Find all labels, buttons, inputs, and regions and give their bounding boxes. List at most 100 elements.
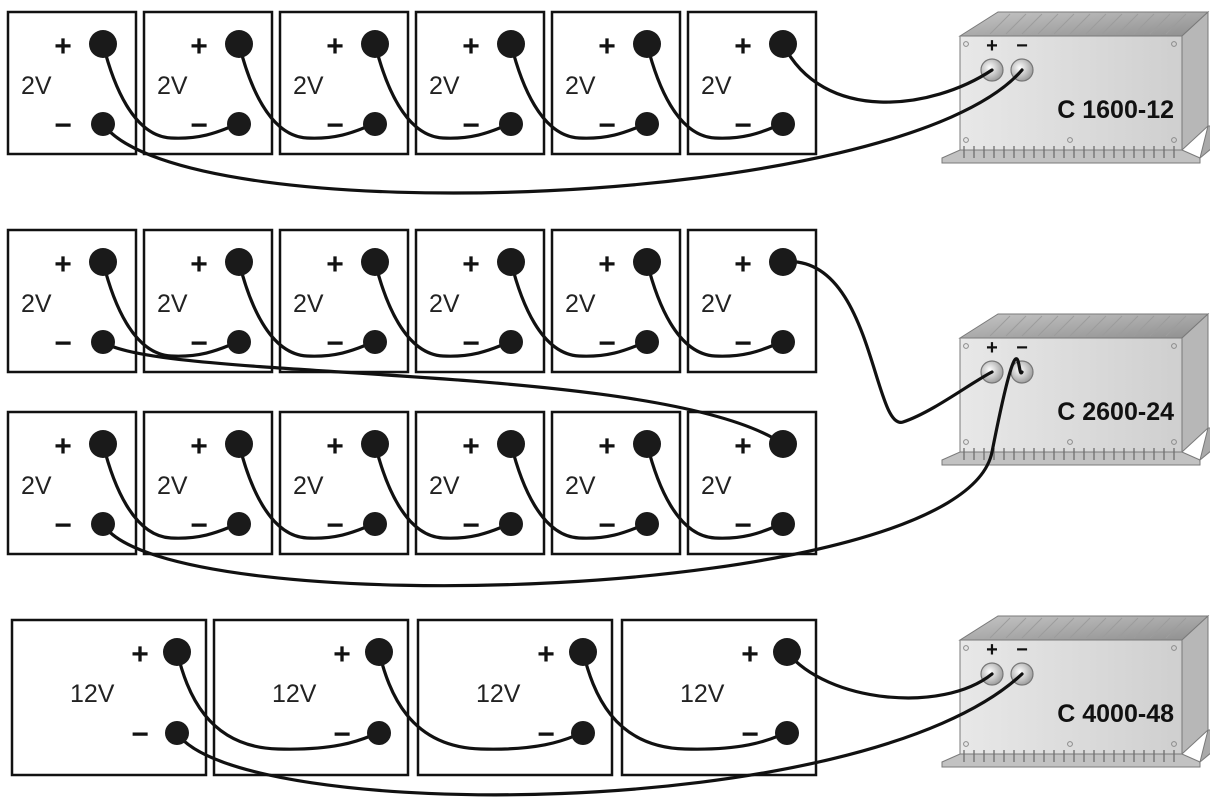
screw xyxy=(1067,137,1073,143)
cooling-fin xyxy=(1069,13,1091,35)
positive-terminal xyxy=(633,430,661,458)
negative-sign: − xyxy=(598,509,616,542)
cooling-fin xyxy=(1037,13,1059,35)
cooling-fin xyxy=(1085,617,1107,639)
negative-terminal xyxy=(91,512,115,536)
battery-cell: +−2V xyxy=(686,10,818,156)
positive-sign: + xyxy=(54,430,72,463)
negative-sign: − xyxy=(131,718,149,751)
charger-base xyxy=(941,451,1201,466)
cooling-fin xyxy=(1117,617,1139,639)
screw xyxy=(963,343,969,349)
series-jumper xyxy=(645,260,785,358)
positive-terminal xyxy=(633,30,661,58)
charger-model-label: C 4000-48 xyxy=(1057,700,1174,728)
positive-terminal xyxy=(361,430,389,458)
negative-terminal xyxy=(771,512,795,536)
cell-voltage-label: 2V xyxy=(701,72,732,100)
cooling-fin xyxy=(1053,13,1075,35)
positive-sign: + xyxy=(734,430,752,463)
negative-terminal xyxy=(635,112,659,136)
cooling-fin xyxy=(1165,617,1187,639)
positive-terminal xyxy=(225,248,253,276)
cooling-fin xyxy=(1069,315,1091,337)
positive-sign: + xyxy=(54,30,72,63)
negative-terminal xyxy=(367,721,391,745)
cell-voltage-label: 12V xyxy=(680,680,725,708)
cell-voltage-label: 12V xyxy=(272,680,317,708)
cooling-fin xyxy=(989,315,1011,337)
cell-voltage-label: 2V xyxy=(293,472,324,500)
positive-terminal xyxy=(163,638,191,666)
cell-voltage-label: 2V xyxy=(21,72,52,100)
negative-terminal xyxy=(499,512,523,536)
battery-box xyxy=(686,10,818,156)
series-jumper xyxy=(101,442,241,540)
charger-minus-sign: − xyxy=(1016,35,1028,57)
negative-terminal xyxy=(227,512,251,536)
positive-terminal xyxy=(769,430,797,458)
charger-base xyxy=(941,149,1201,164)
screw xyxy=(963,41,969,47)
cooling-fin xyxy=(1005,315,1027,337)
charger-model-label: C 2600-24 xyxy=(1057,398,1174,426)
cooling-fin xyxy=(989,617,1011,639)
charger-foot xyxy=(1199,729,1210,764)
positive-sign: + xyxy=(598,430,616,463)
cooling-fin xyxy=(1101,13,1123,35)
positive-terminal xyxy=(497,430,525,458)
charger-minus-sign: − xyxy=(1016,639,1028,661)
cooling-fin xyxy=(1021,13,1043,35)
positive-lead xyxy=(781,260,994,424)
positive-sign: + xyxy=(598,30,616,63)
series-jumper xyxy=(373,442,513,540)
cooling-fin xyxy=(1069,617,1091,639)
screw xyxy=(963,645,969,651)
cooling-fin xyxy=(1149,13,1171,35)
screw xyxy=(1171,41,1177,47)
positive-sign: + xyxy=(734,30,752,63)
series-jumper xyxy=(237,260,377,358)
cooling-fin xyxy=(1133,315,1155,337)
battery-charger: +−C 2600-24 xyxy=(941,312,1210,466)
negative-sign: − xyxy=(54,327,72,360)
negative-terminal xyxy=(635,512,659,536)
screw xyxy=(1171,645,1177,651)
series-jumper xyxy=(509,442,649,540)
screw xyxy=(1171,741,1177,747)
charger-plus-sign: + xyxy=(986,35,998,57)
screw xyxy=(1171,439,1177,445)
negative-sign: − xyxy=(190,327,208,360)
positive-terminal xyxy=(225,430,253,458)
positive-terminal xyxy=(89,30,117,58)
screw xyxy=(1171,343,1177,349)
negative-sign: − xyxy=(190,509,208,542)
cooling-fin xyxy=(1085,315,1107,337)
charger-side xyxy=(1181,614,1209,756)
negative-sign: − xyxy=(326,509,344,542)
positive-sign: + xyxy=(326,30,344,63)
battery-box xyxy=(686,410,818,556)
positive-terminal xyxy=(769,248,797,276)
positive-sign: + xyxy=(598,248,616,281)
negative-terminal xyxy=(571,721,595,745)
positive-sign: + xyxy=(333,638,351,671)
series-jumper xyxy=(373,42,513,140)
battery-box xyxy=(686,228,818,374)
cell-voltage-label: 2V xyxy=(701,472,732,500)
screw xyxy=(963,137,969,143)
cooling-fin xyxy=(1037,315,1059,337)
cell-voltage-label: 2V xyxy=(701,290,732,318)
negative-sign: − xyxy=(734,327,752,360)
cooling-fin xyxy=(1117,13,1139,35)
cell-voltage-label: 2V xyxy=(429,72,460,100)
positive-sign: + xyxy=(190,248,208,281)
battery-charger: +−C 4000-48 xyxy=(941,614,1210,768)
negative-sign: − xyxy=(598,327,616,360)
charger-base xyxy=(941,753,1201,768)
cooling-fin xyxy=(1021,315,1043,337)
series-jumper xyxy=(377,650,585,751)
positive-terminal xyxy=(361,30,389,58)
negative-terminal xyxy=(227,112,251,136)
battery-cell: +−2V xyxy=(686,410,818,556)
